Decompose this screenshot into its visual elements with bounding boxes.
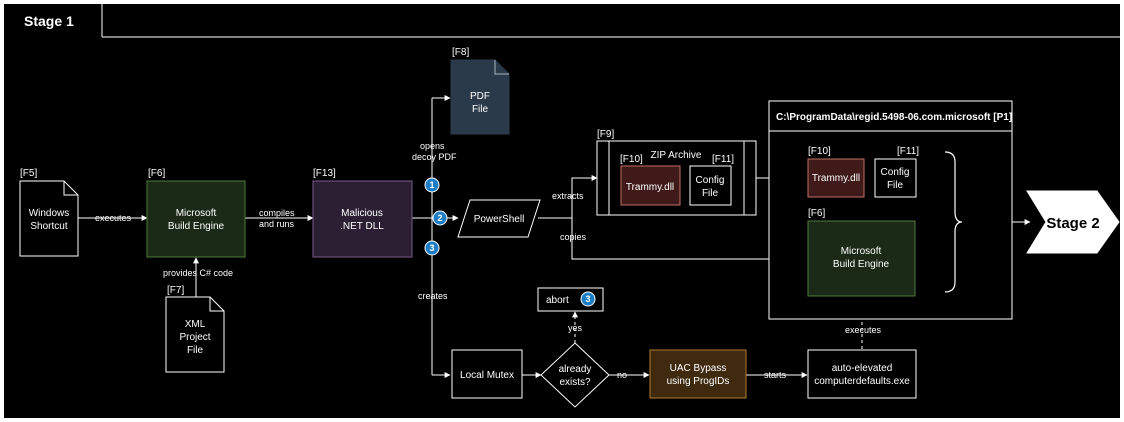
- powershell-node: [457, 199, 541, 238]
- marker-2-circle: [432, 210, 448, 226]
- msbuild-1-label-1: Microsoft: [176, 208, 217, 219]
- xml-ref: [F7]: [167, 285, 184, 296]
- computerdefaults-node: [807, 349, 917, 399]
- already-exists-label-2: exists?: [559, 377, 591, 388]
- pdf-file-node: [450, 59, 510, 135]
- shortcut-fold: [63, 181, 78, 196]
- edge-label-compiles-1: compiles: [259, 208, 295, 218]
- config-1-ref: [F11]: [712, 154, 734, 165]
- msbuild-2-node: [807, 220, 916, 297]
- msbuild-1-label-2: Build Engine: [168, 221, 225, 232]
- uac-label-1: UAC Bypass: [670, 363, 727, 374]
- msbuild-1-node: [146, 180, 246, 258]
- edge-label-copies: copies: [560, 232, 587, 242]
- msbuild-2-label-2: Build Engine: [833, 259, 890, 270]
- trammy-1-node: [620, 165, 681, 206]
- msbuild-2-label-1: Microsoft: [841, 246, 882, 257]
- marker-1-text: 1: [429, 180, 434, 190]
- tab-title: Stage 1: [24, 13, 74, 29]
- config-1-label-2: File: [702, 188, 719, 199]
- edge-label-yes: yes: [568, 323, 583, 333]
- msbuild-2-ref: [F6]: [808, 208, 825, 219]
- trammy-1-ref: [F10]: [620, 154, 643, 165]
- edge-label-starts: starts: [764, 370, 787, 380]
- marker-1-badge: 1: [424, 177, 440, 193]
- xml-fold: [209, 297, 224, 312]
- abort-marker-circle: [580, 291, 596, 307]
- marker-3-badge: 3: [424, 240, 440, 256]
- zip-ref: [F9]: [597, 129, 614, 140]
- config-1-node: [689, 165, 732, 206]
- abort-marker-text: 3: [585, 294, 590, 304]
- edge-copies: [571, 218, 808, 262]
- trammy-1-label: Trammy.dll: [626, 182, 674, 193]
- marker-3-circle: [424, 240, 440, 256]
- dll-label-1: Malicious: [341, 208, 383, 219]
- edge-extracts: [538, 175, 598, 219]
- marker-2-badge: 2: [432, 210, 448, 226]
- dll-label-2: .NET DLL: [340, 221, 384, 232]
- config-1-label-1: Config: [696, 175, 725, 186]
- xml-label-2: Project: [179, 332, 210, 343]
- uac-label-2: using ProgIDs: [667, 376, 730, 387]
- xml-project-node: [165, 296, 225, 373]
- config-2-node: [874, 158, 917, 198]
- stage2-chevron: [1026, 190, 1120, 254]
- edge-label-no: no: [617, 370, 627, 380]
- trammy-2-node: [807, 158, 865, 198]
- uac-bypass-node: [649, 349, 747, 399]
- edge-label-extracts: extracts: [552, 191, 584, 201]
- shortcut-label-1: Windows: [29, 208, 70, 219]
- xml-label-1: XML: [185, 319, 206, 330]
- pdf-label-2: File: [472, 104, 489, 115]
- edge-label-executes-1: executes: [95, 213, 132, 223]
- xml-label-3: File: [187, 345, 204, 356]
- shortcut-label-2: Shortcut: [30, 221, 67, 232]
- trammy-2-label: Trammy.dll: [812, 173, 860, 184]
- marker-3-text: 3: [429, 243, 434, 253]
- windows-shortcut-node: [19, 180, 79, 257]
- edge-label-provides: provides C# code: [163, 268, 233, 278]
- edge-label-opens-2: decoy PDF: [412, 152, 457, 162]
- pdf-label-1: PDF: [470, 91, 490, 102]
- edge-label-creates: creates: [418, 291, 448, 301]
- config-2-ref: [F11]: [897, 146, 919, 157]
- powershell-label: PowerShell: [474, 214, 525, 225]
- edge-label-compiles-2: and runs: [259, 219, 295, 229]
- grouping-brace: [944, 151, 963, 293]
- msbuild-1-ref: [F6]: [148, 168, 165, 179]
- local-mutex-label: Local Mutex: [460, 370, 514, 381]
- abort-label: abort: [546, 295, 569, 306]
- marker-2-text: 2: [437, 213, 442, 223]
- computerdefaults-label-1: auto-elevated: [832, 363, 893, 374]
- dll-ref: [F13]: [313, 168, 336, 179]
- already-exists-label-1: already: [559, 364, 592, 375]
- already-exists-decision: [540, 342, 610, 408]
- stage2-label: Stage 2: [1046, 215, 1099, 232]
- zip-title: ZIP Archive: [651, 150, 702, 161]
- local-mutex-node: [451, 349, 523, 399]
- shortcut-ref: [F5]: [20, 168, 37, 179]
- programdata-title: C:\ProgramData\regid.5498-06.com.microso…: [776, 112, 1012, 123]
- pdf-fold: [494, 60, 509, 75]
- edge-label-opens-1: opens: [420, 141, 445, 151]
- dotnet-dll-node: [312, 180, 413, 258]
- config-2-label-1: Config: [881, 167, 910, 178]
- computerdefaults-label-2: computerdefaults.exe: [814, 376, 910, 387]
- edge-label-executes-2: executes: [845, 325, 882, 335]
- config-2-label-2: File: [887, 180, 904, 191]
- trammy-2-ref: [F10]: [808, 146, 831, 157]
- pdf-ref: [F8]: [452, 47, 469, 58]
- marker-1-circle: [424, 177, 440, 193]
